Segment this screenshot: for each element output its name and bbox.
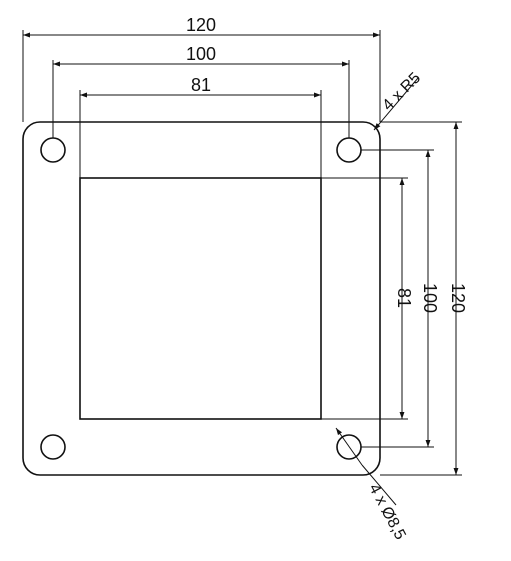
callout-corner-radius: 4 x R5 bbox=[379, 69, 424, 114]
mounting-hole-bottom-left bbox=[40, 434, 66, 460]
mounting-hole-top-left bbox=[40, 137, 66, 163]
mounting-hole-top-right bbox=[336, 137, 362, 163]
dim-label-100-right: 100 bbox=[420, 283, 440, 313]
callout-hole-diameter: 4 x Ø8,5 bbox=[365, 481, 408, 542]
center-opening bbox=[79, 177, 322, 420]
dim-label-100-top: 100 bbox=[186, 44, 216, 64]
dim-label-81-top: 81 bbox=[191, 75, 211, 95]
dim-label-120-right: 120 bbox=[448, 283, 468, 313]
dim-label-120-top: 120 bbox=[186, 15, 216, 35]
leader-corner-radius bbox=[373, 77, 419, 131]
leader-hole-diameter bbox=[335, 427, 363, 466]
plate-outline bbox=[22, 121, 381, 476]
leader-hole-diameter-tail bbox=[361, 464, 397, 506]
dim-label-81-right: 81 bbox=[394, 288, 414, 308]
